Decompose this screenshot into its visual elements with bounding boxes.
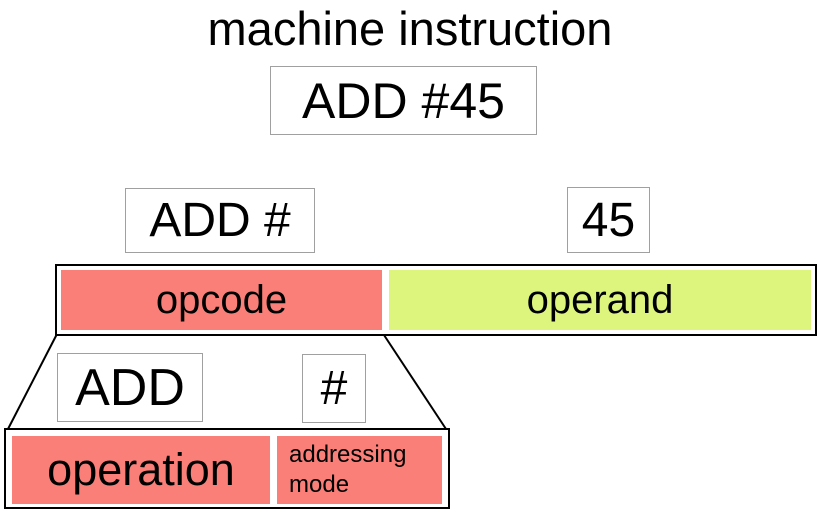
diagram-title: machine instruction (207, 2, 613, 55)
addressing-mode-field: addressing mode (277, 436, 442, 504)
trapezoid-left-line (7, 331, 59, 430)
instruction-box: ADD #45 (270, 66, 537, 135)
operation-field: operation (12, 436, 270, 504)
opcode-value-box: ADD # (125, 188, 315, 253)
operation-value-box: ADD (57, 353, 203, 422)
operand-value-box: 45 (567, 187, 650, 253)
instruction-fields-bar: opcode operand (55, 264, 817, 336)
addressing-value-box: # (302, 354, 366, 423)
opcode-breakdown-bar: operation addressing mode (4, 428, 450, 509)
opcode-field: opcode (61, 270, 382, 330)
operand-field: operand (389, 270, 811, 330)
trapezoid-right-line (381, 331, 447, 430)
